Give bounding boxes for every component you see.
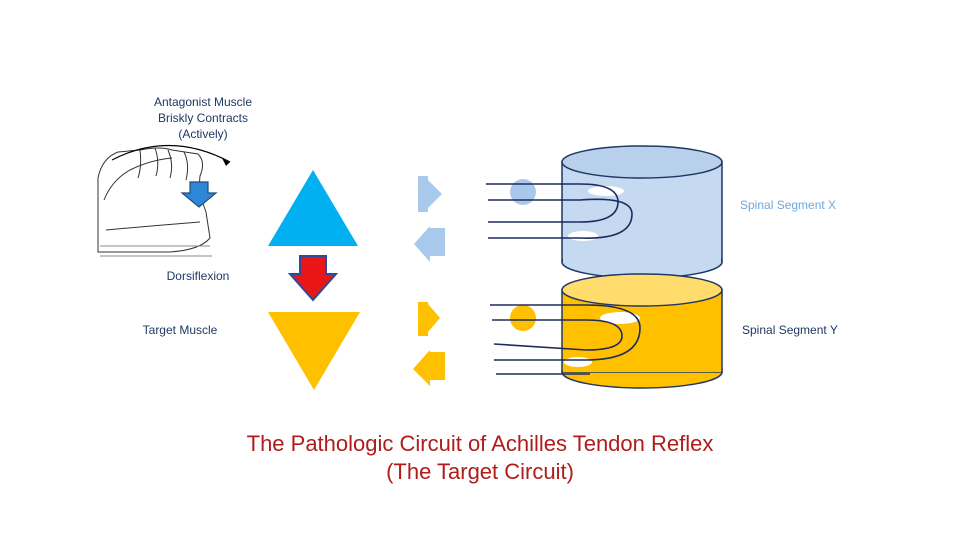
- spinal-segment-x-cylinder: [561, 145, 723, 279]
- ganglion-y: [510, 305, 536, 331]
- efferent-arrow-gold: [413, 350, 445, 386]
- circuit-wires-y: [490, 304, 641, 375]
- efferent-arrow-blue: [414, 226, 445, 262]
- afferent-arrow-blue: [418, 176, 442, 212]
- diagram-title: The Pathologic Circuit of Achilles Tendo…: [180, 430, 780, 486]
- down-arrow-blue-icon: [180, 181, 218, 208]
- dorsiflexion-label: Dorsiflexion: [166, 269, 230, 283]
- target-muscle-label: Target Muscle: [142, 323, 218, 337]
- spinal-segment-x-label: Spinal Segment X: [740, 198, 837, 212]
- antagonist-muscle-label: Antagonist Muscle Briskly Contracts (Act…: [153, 95, 253, 141]
- ganglion-x: [510, 179, 536, 205]
- circuit-wires-x: [486, 183, 633, 239]
- afferent-arrow-gold: [418, 302, 440, 336]
- title-line-2: (The Target Circuit): [386, 459, 574, 484]
- spinal-segment-y-label: Spinal Segment Y: [742, 323, 838, 337]
- contraction-arc: [111, 144, 231, 163]
- target-triangle: [268, 312, 360, 390]
- title-line-1: The Pathologic Circuit of Achilles Tendo…: [246, 431, 714, 456]
- contraction-arrowhead: [222, 158, 230, 166]
- foot-sketch-icon: [97, 147, 212, 257]
- spinal-segment-y-cylinder: [561, 273, 723, 389]
- down-arrow-red-icon: [287, 255, 339, 302]
- antagonist-triangle: [268, 170, 358, 246]
